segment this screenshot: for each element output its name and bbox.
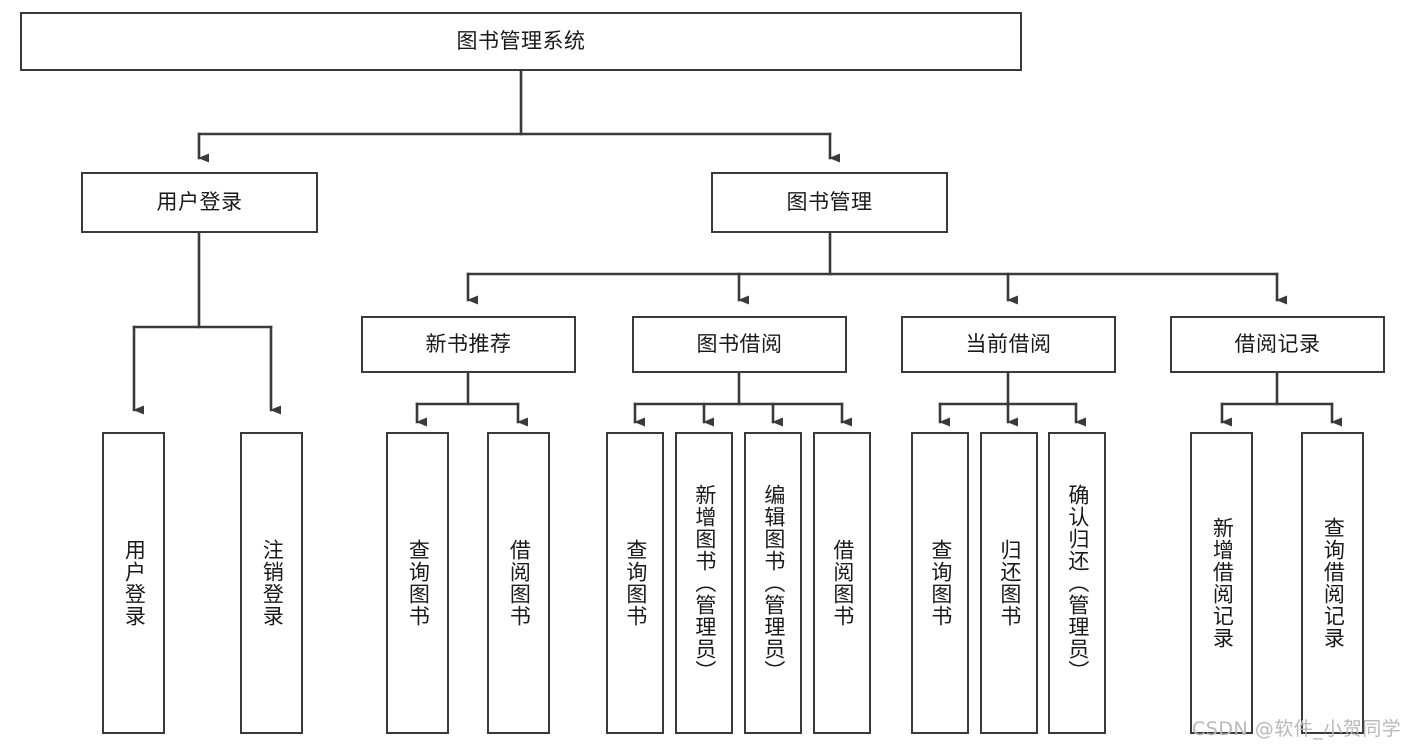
leaf-query-borrow-record[interactable]: 查询借阅记录: [1301, 432, 1364, 734]
node-label: 归还图书: [997, 539, 1022, 627]
node-book-management[interactable]: 图书管理: [711, 172, 948, 233]
node-label: 注销登录: [260, 539, 285, 627]
leaf-query-book-current[interactable]: 查询图书: [911, 432, 969, 734]
leaf-edit-book-admin[interactable]: 编辑图书（管理员）: [744, 432, 802, 734]
node-label: 查询图书: [928, 539, 953, 627]
node-label: 用户登录: [122, 539, 147, 627]
connector-bookmgmt-to-level3: [466, 231, 1287, 305]
leaf-confirm-return-admin[interactable]: 确认归还（管理员）: [1048, 432, 1106, 734]
node-label: 编辑图书（管理员）: [761, 484, 786, 682]
node-label: 借阅图书: [507, 539, 532, 627]
node-user-login[interactable]: 用户登录: [81, 172, 318, 233]
connector-userlogin-to-leaves: [132, 231, 281, 415]
node-label: 查询图书: [623, 539, 648, 627]
node-label: 借阅图书: [830, 539, 855, 627]
connector-root-to-level2: [197, 69, 840, 163]
node-label: 借阅记录: [1234, 331, 1321, 356]
node-book-borrow[interactable]: 图书借阅: [632, 316, 847, 373]
leaf-logout-login[interactable]: 注销登录: [240, 432, 303, 734]
connector-currentborrow-to-leaves: [938, 371, 1086, 427]
node-label: 当前借阅: [965, 331, 1052, 356]
node-label: 新增图书（管理员）: [692, 484, 717, 682]
leaf-add-borrow-record[interactable]: 新增借阅记录: [1190, 432, 1253, 734]
leaf-query-book-recommend[interactable]: 查询图书: [386, 432, 449, 734]
node-label: 图书管理: [786, 189, 873, 214]
connector-newbook-to-leaves: [415, 371, 528, 427]
node-label: 图书管理系统: [456, 28, 586, 53]
node-label: 确认归还（管理员）: [1065, 484, 1090, 682]
leaf-user-login[interactable]: 用户登录: [102, 432, 165, 734]
leaf-borrow-book-recommend[interactable]: 借阅图书: [487, 432, 550, 734]
node-label: 图书借阅: [696, 331, 783, 356]
leaf-add-book-admin[interactable]: 新增图书（管理员）: [675, 432, 733, 734]
node-label: 新书推荐: [425, 331, 512, 356]
csdn-watermark: CSDN @软件_小贺同学: [1192, 718, 1402, 740]
node-borrow-record[interactable]: 借阅记录: [1170, 316, 1385, 373]
connector-borrowrecord-to-leaves: [1220, 371, 1342, 427]
leaf-borrow-book[interactable]: 借阅图书: [813, 432, 871, 734]
node-book-management-system[interactable]: 图书管理系统: [20, 12, 1022, 71]
connector-bookborrow-to-leaves: [633, 371, 852, 427]
node-label: 新增借阅记录: [1210, 517, 1235, 649]
node-new-book-recommend[interactable]: 新书推荐: [361, 316, 576, 373]
leaf-return-book[interactable]: 归还图书: [980, 432, 1038, 734]
node-current-borrow[interactable]: 当前借阅: [901, 316, 1116, 373]
node-label: 查询图书: [406, 539, 431, 627]
node-label: 用户登录: [156, 189, 243, 214]
leaf-query-book-borrow[interactable]: 查询图书: [606, 432, 664, 734]
node-label: 查询借阅记录: [1321, 517, 1346, 649]
